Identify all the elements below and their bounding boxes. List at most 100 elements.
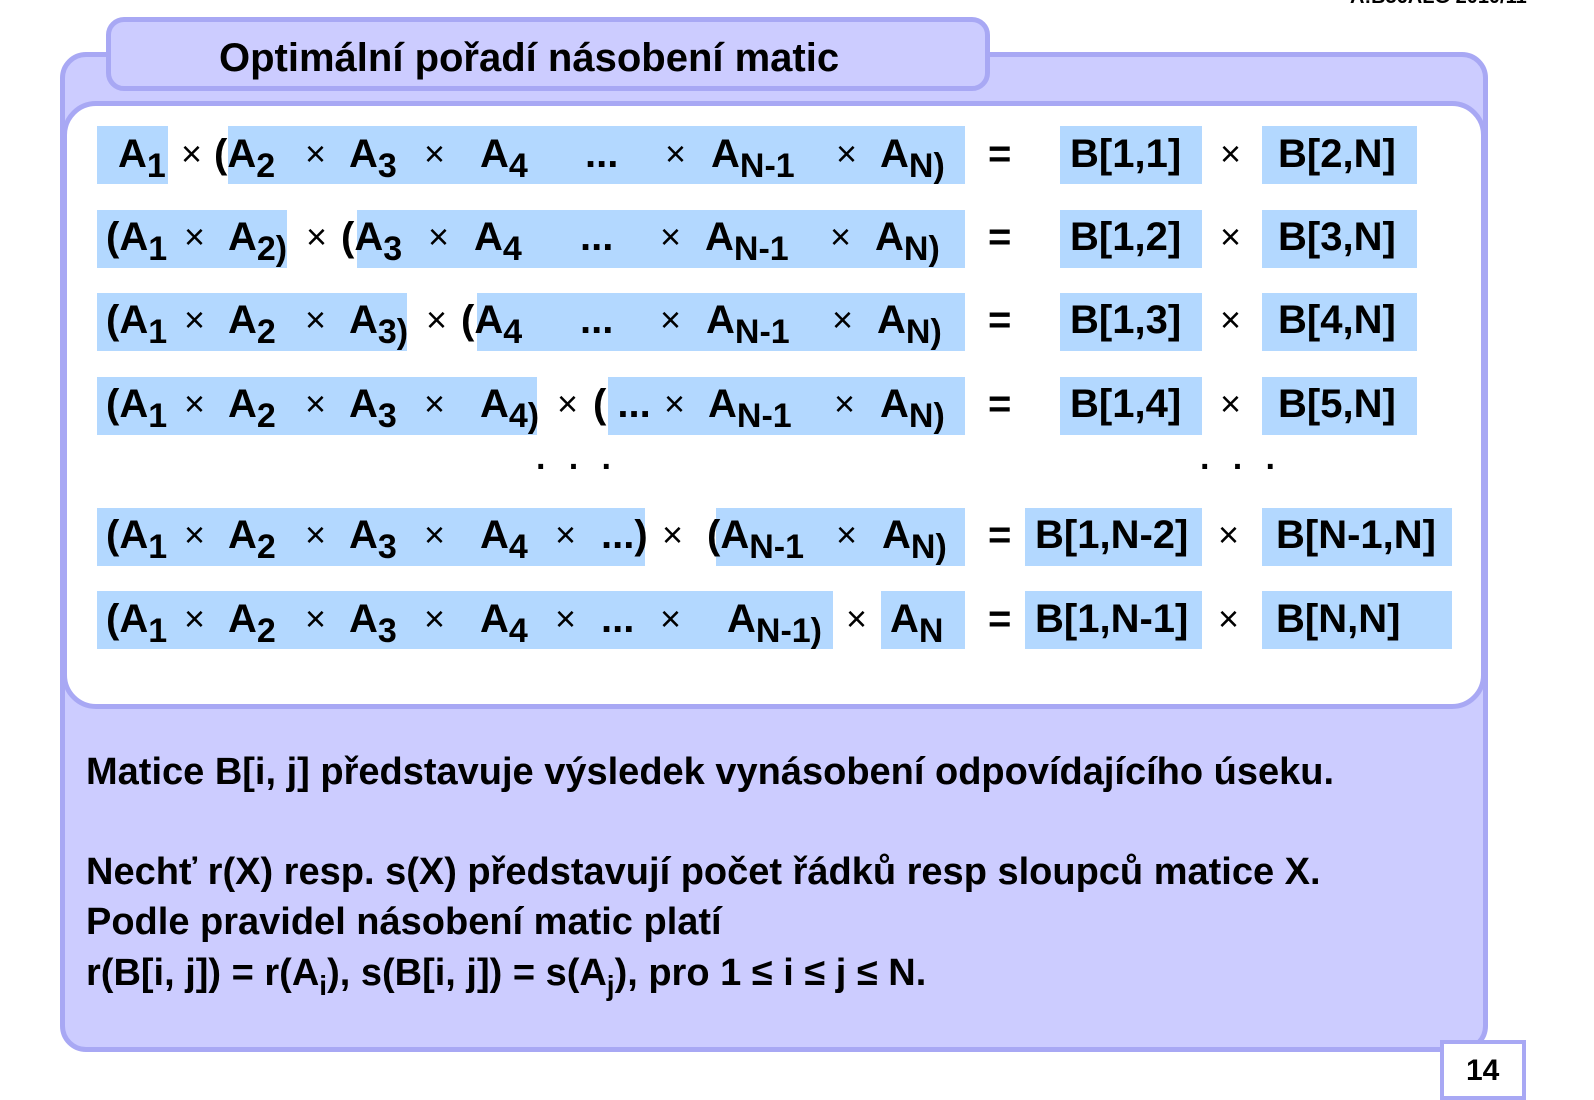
- formula-line: r(B[i, j]) = r(Ai), s(B[i, j]) = s(Aj), …: [86, 952, 927, 1001]
- times-symbol: ×: [660, 216, 682, 257]
- matrix-term: AN): [880, 382, 945, 435]
- times-symbol: ×: [305, 383, 327, 424]
- times-symbol: ×: [424, 514, 446, 555]
- highlight-block: [97, 508, 645, 566]
- highlight-block: [1025, 591, 1202, 649]
- highlight-block: [1262, 126, 1417, 184]
- matrix-term: A2): [228, 215, 288, 268]
- times-symbol: ×: [846, 598, 868, 639]
- b-term-left: B[1,3]: [1070, 298, 1182, 342]
- times-symbol: ×: [181, 133, 203, 174]
- equals-sign: =: [988, 382, 1012, 426]
- matrix-term: (A1: [106, 597, 168, 650]
- highlight-block: [1060, 377, 1202, 435]
- description-paragraph: Matice B[i, j] představuje výsledek vyná…: [86, 751, 1335, 793]
- matrix-term: AN-1): [727, 597, 822, 650]
- times-symbol: ×: [305, 299, 327, 340]
- times-symbol: ×: [660, 299, 682, 340]
- equals-sign: =: [988, 597, 1012, 641]
- b-term-left: B[1,4]: [1070, 382, 1182, 426]
- times-symbol: ×: [424, 383, 446, 424]
- highlight-block: [1060, 293, 1202, 351]
- times-symbol: ×: [306, 216, 328, 257]
- times-symbol: ×: [424, 133, 446, 174]
- times-symbol: ×: [305, 514, 327, 555]
- title-tab: Optimální pořadí násobení matic: [106, 17, 990, 91]
- matrix-term: A2: [228, 298, 276, 351]
- matrix-term: (A3: [341, 215, 403, 268]
- highlight-block: [1025, 508, 1202, 566]
- matrix-term: (A1: [106, 513, 168, 566]
- matrix-term: AN-1: [708, 382, 792, 435]
- highlight-block: [477, 293, 965, 351]
- matrix-term: A3: [349, 132, 397, 185]
- course-reference: A:B36ALG 2010/11: [1350, 0, 1527, 9]
- times-symbol: ×: [184, 598, 206, 639]
- matrix-term: A3: [349, 513, 397, 566]
- matrix-term: AN): [882, 513, 947, 566]
- matrix-term: A4: [480, 597, 528, 650]
- times-symbol: ×: [184, 383, 206, 424]
- b-term-left: B[1,N-1]: [1035, 597, 1189, 641]
- slide-title: Optimální pořadí násobení matic: [219, 36, 840, 80]
- matrix-term: A2: [228, 513, 276, 566]
- matrix-term: (AN-1: [707, 513, 805, 566]
- times-symbol: ×: [836, 133, 858, 174]
- matrix-term: AN): [877, 298, 942, 351]
- page-number: 14: [1466, 1054, 1500, 1087]
- matrix-term: A2: [228, 382, 276, 435]
- highlight-block: [1262, 293, 1417, 351]
- highlight-block: [228, 126, 965, 184]
- highlight-block: [1262, 508, 1452, 566]
- times-symbol: ×: [834, 383, 856, 424]
- ellipsis: ...: [585, 132, 619, 176]
- matrix-term: A4): [480, 382, 540, 435]
- matrix-term: A3): [349, 298, 409, 351]
- times-symbol: ×: [424, 598, 446, 639]
- times-symbol: ×: [660, 598, 682, 639]
- highlight-block: [1262, 591, 1452, 649]
- times-symbol: ×: [1218, 514, 1240, 555]
- equals-sign: =: [988, 132, 1012, 176]
- matrix-term: (A4: [461, 298, 523, 351]
- matrix-term: A4: [480, 513, 528, 566]
- times-symbol: ×: [664, 383, 686, 424]
- times-symbol: ×: [555, 598, 577, 639]
- highlight-block: [716, 508, 965, 566]
- times-symbol: ×: [1220, 216, 1242, 257]
- b-term-right: B[4,N]: [1278, 298, 1396, 342]
- highlight-block: [97, 293, 407, 351]
- highlight-block: [97, 210, 287, 268]
- highlight-block: [1060, 210, 1202, 268]
- times-symbol: ×: [836, 514, 858, 555]
- b-term-left: B[1,N-2]: [1035, 513, 1189, 557]
- matrix-term: A3: [349, 382, 397, 435]
- matrix-term: (A1: [106, 382, 168, 435]
- matrix-term: A4: [474, 215, 522, 268]
- ellipsis: ...: [580, 215, 614, 259]
- b-term-right: B[5,N]: [1278, 382, 1396, 426]
- b-term-right: B[N,N]: [1276, 597, 1401, 641]
- matrix-term: AN-1: [706, 298, 790, 351]
- rule-intro-line: Podle pravidel násobení matic platí: [86, 901, 722, 943]
- highlight-block: [97, 126, 168, 184]
- times-symbol: ×: [305, 133, 327, 174]
- times-symbol: ×: [1218, 598, 1240, 639]
- definition-line: Nechť r(X) resp. s(X) představují počet …: [86, 851, 1321, 893]
- highlight-block: [1262, 210, 1417, 268]
- b-term-left: B[1,1]: [1070, 132, 1182, 176]
- ellipsis-paren: ...): [601, 513, 648, 557]
- highlight-block: [97, 377, 537, 435]
- times-symbol: ×: [184, 216, 206, 257]
- highlight-block: [97, 591, 833, 649]
- highlight-block: [357, 210, 965, 268]
- highlight-block: [1060, 126, 1202, 184]
- matrix-term: AN-1: [705, 215, 789, 268]
- matrix-term: AN-1: [711, 132, 795, 185]
- ellipsis-paren: ( ...: [593, 382, 651, 426]
- equals-sign: =: [988, 513, 1012, 557]
- continuation-dots: · · ·: [536, 448, 619, 486]
- times-symbol: ×: [665, 133, 687, 174]
- ellipsis: ...: [601, 597, 635, 641]
- page-number-box: 14: [1440, 1040, 1526, 1100]
